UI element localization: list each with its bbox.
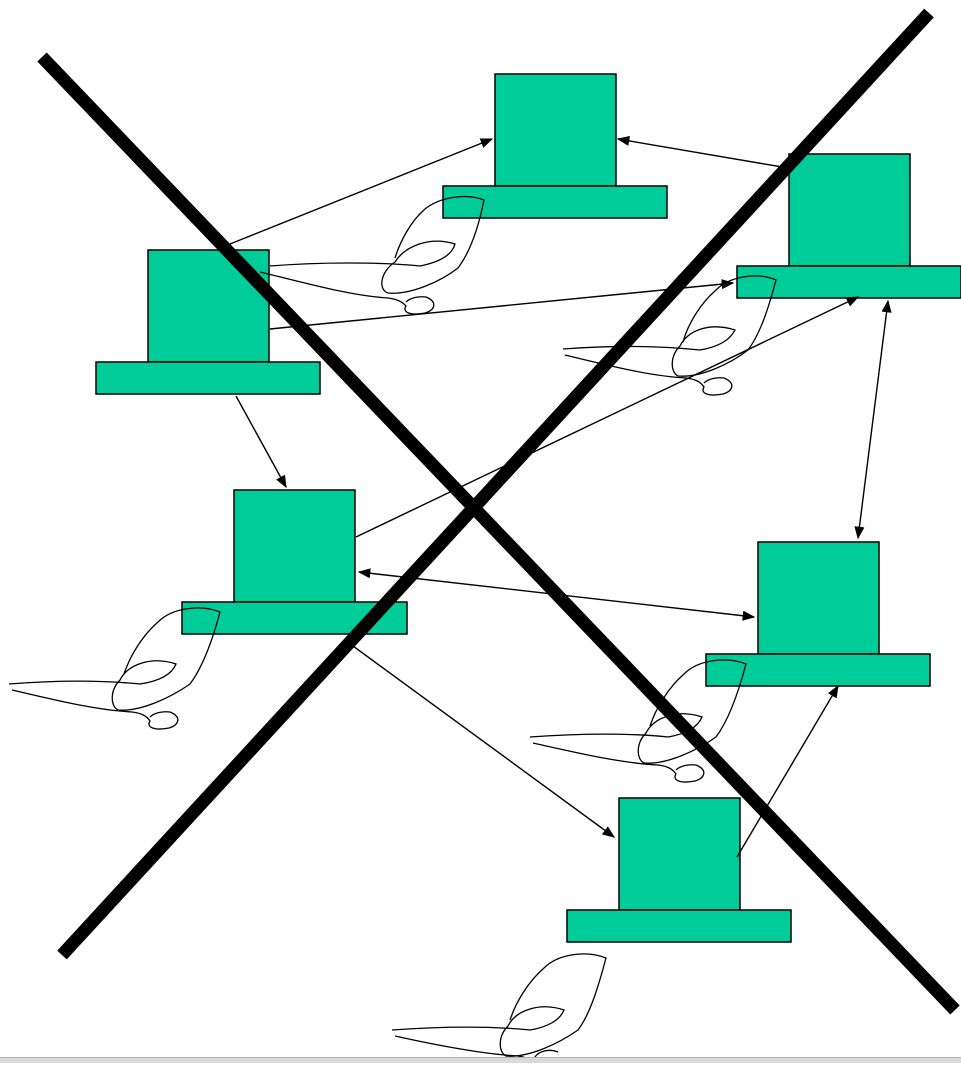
workstation-upper-left (95, 249, 321, 395)
link-bottomcenter-middleright (736, 684, 839, 858)
link-middleleft-bottomcenter (352, 645, 616, 838)
cross-stroke-2 (57, 8, 934, 960)
link-topright-middleright (854, 299, 892, 540)
workstation-bottom-center (566, 797, 792, 943)
network-links (224, 135, 892, 858)
link-middleleft-topright (355, 296, 860, 538)
link-upperleft-middleleft (235, 395, 287, 489)
window-bottom-edge (0, 1057, 961, 1063)
hand-mouse-middle-right (529, 659, 747, 783)
workstation-top-center (442, 73, 668, 219)
cross-out-mark (37, 8, 960, 1015)
hand-mouse-top-center (259, 195, 485, 315)
cross-stroke-1 (37, 52, 960, 1015)
hand-mouse-bottom-center (391, 953, 607, 1061)
hand-mice (8, 195, 777, 1061)
workstation-top-right (736, 153, 961, 299)
link-upperleft-topcenter (224, 138, 494, 247)
workstation-middle-left (181, 489, 408, 635)
link-upperleft-topright (269, 279, 735, 330)
workstations (95, 73, 961, 943)
link-topcenter-topright (616, 135, 789, 169)
workstation-middle-right (705, 541, 931, 687)
hand-mouse-top-right (562, 275, 777, 396)
hand-mouse-middle-left (8, 607, 221, 730)
